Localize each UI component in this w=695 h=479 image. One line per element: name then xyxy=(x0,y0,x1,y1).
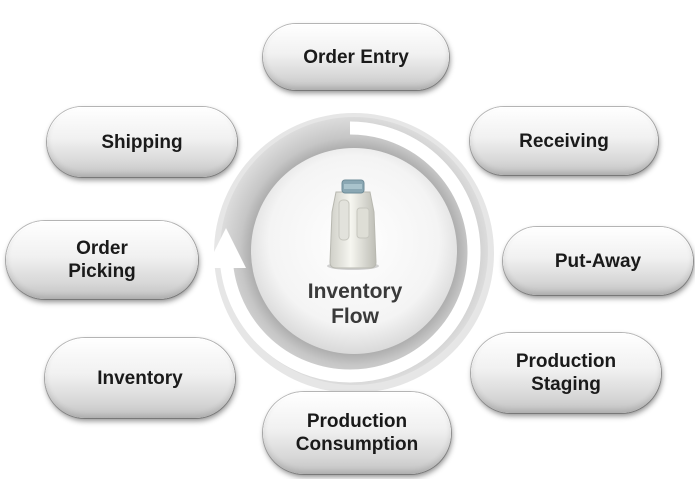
center-label: Inventory Flow xyxy=(307,280,403,328)
cycle-arrow-body xyxy=(219,121,481,383)
step-label: Order Picking xyxy=(68,238,136,282)
step-label: Put-Away xyxy=(554,250,642,272)
step-order-entry[interactable]: Order Entry xyxy=(263,24,449,90)
step-label: Order Entry xyxy=(303,46,409,68)
step-label: Receiving xyxy=(519,130,609,152)
milk-jug-image xyxy=(327,179,379,270)
step-production-consumption[interactable]: Production Consumption xyxy=(263,392,451,474)
step-put-away[interactable]: Put-Away xyxy=(503,227,693,295)
step-label: Inventory xyxy=(97,367,183,389)
step-shipping[interactable]: Shipping xyxy=(47,107,237,177)
step-receiving[interactable]: Receiving xyxy=(470,107,658,175)
step-label: Production Staging xyxy=(515,351,617,395)
step-label: Production Consumption xyxy=(295,411,419,455)
step-inventory[interactable]: Inventory xyxy=(45,338,235,418)
step-production-staging[interactable]: Production Staging xyxy=(471,333,661,413)
cycle-arrow-head xyxy=(206,228,246,268)
step-order-picking[interactable]: Order Picking xyxy=(6,221,198,299)
step-label: Shipping xyxy=(101,131,183,153)
